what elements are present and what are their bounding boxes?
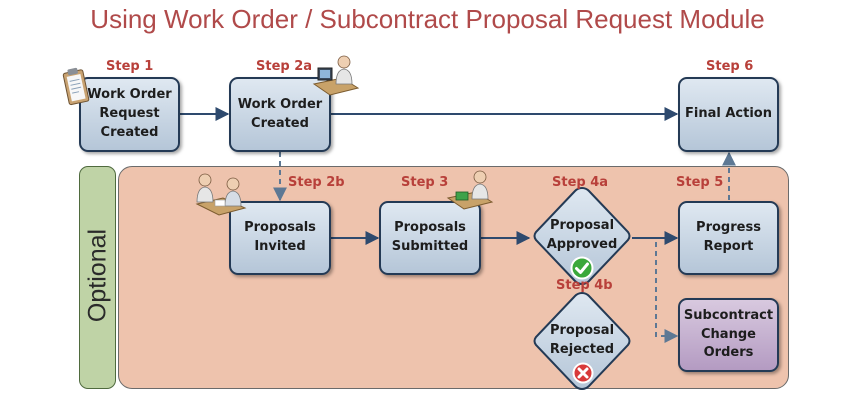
step-2b-text-line: Proposals — [244, 220, 316, 236]
check-icon — [570, 256, 594, 280]
step-4a-text-line: Proposal — [549, 218, 615, 233]
step-4b-label: Step 4b — [556, 278, 613, 293]
person-at-desk-icon — [312, 55, 360, 96]
step-2b-text-line: Invited — [254, 239, 306, 254]
step-1-text-line: Work Order — [87, 87, 172, 103]
step-4b-text-line: Proposal — [549, 323, 615, 338]
step-2a-label: Step 2a — [256, 59, 313, 74]
cross-icon — [572, 362, 594, 384]
step-1-text-line: Created — [100, 124, 159, 140]
step-4b-text-line: Rejected — [549, 341, 615, 357]
decision-diamond-rejected — [533, 291, 631, 391]
decision-diamond-approved — [533, 186, 631, 286]
step-2a-text-line: Work Order — [237, 96, 323, 112]
change-orders-text-line: Change — [701, 326, 756, 342]
step-3-text-line: Proposals — [394, 220, 466, 236]
step-2a-text-line: Created — [251, 115, 309, 131]
connector-s4a-changeorders — [655, 242, 679, 343]
step-1-text-line: Request — [99, 106, 160, 122]
change-orders-text-line: Subcontract — [683, 307, 774, 323]
change-orders-text-line: Orders — [703, 345, 754, 361]
optional-tab: Optional — [79, 166, 116, 389]
step-5-text-line: Report — [703, 239, 754, 254]
meeting-people-icon — [195, 173, 247, 216]
step-2b-label: Step 2b — [288, 175, 345, 190]
step-6-text-line: Final Action — [685, 106, 772, 122]
step-1-label: Step 1 — [106, 59, 154, 74]
step-5-label: Step 5 — [676, 175, 724, 190]
clipboard-icon — [62, 67, 90, 106]
step-3-label: Step 3 — [401, 175, 449, 190]
step-5-text-line: Progress — [696, 220, 761, 236]
diagram-title: Using Work Order / Subcontract Proposal … — [90, 4, 765, 34]
step-3-text-line: Submitted — [391, 239, 469, 254]
step-4a-text-line: Approved — [546, 236, 618, 252]
person-at-desk-icon — [446, 170, 494, 210]
step-6-box[interactable]: Final Action — [678, 77, 779, 152]
step-4a-label: Step 4a — [552, 175, 609, 190]
step-6-label: Step 6 — [706, 59, 754, 74]
